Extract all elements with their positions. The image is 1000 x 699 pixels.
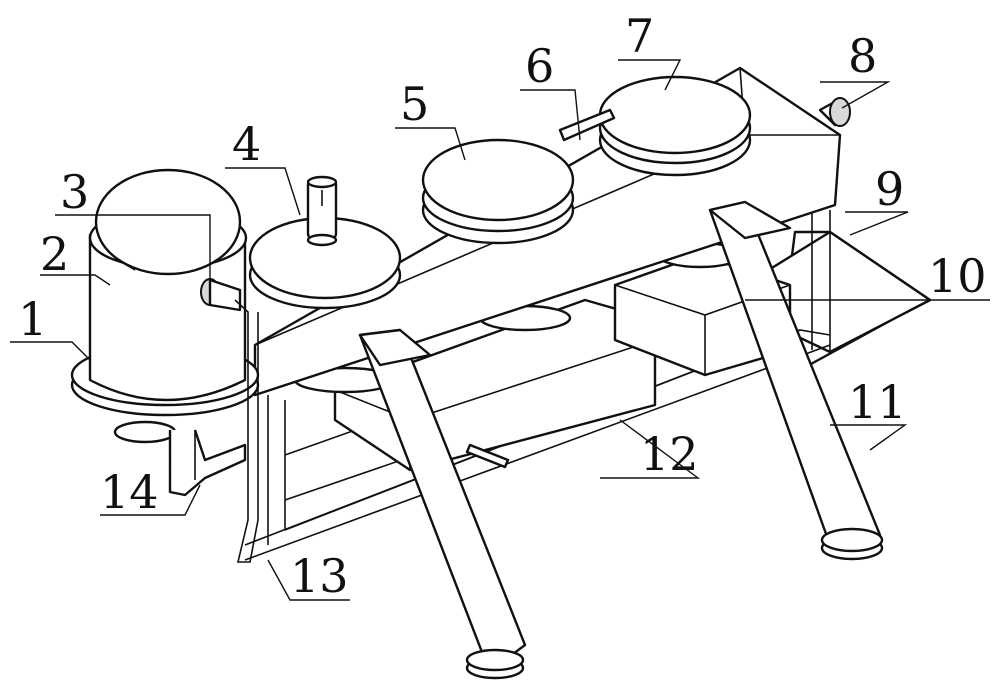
label-12: 12 [640,427,699,481]
label-6: 6 [525,39,554,93]
label-7: 7 [625,9,654,63]
disc-7 [598,75,752,177]
tank [70,168,260,444]
label-2: 2 [40,227,69,281]
label-4: 4 [232,117,261,171]
valve-3 [200,278,259,563]
label-3: 3 [60,165,89,219]
nozzle-8 [818,97,851,127]
disc-4 [248,175,402,310]
handle [465,443,510,469]
label-13: 13 [290,549,349,603]
leg-left [358,328,527,680]
pipe-14 [168,429,247,497]
leg-right [708,200,884,561]
label-5: 5 [400,77,429,131]
label-11: 11 [848,375,907,429]
shaft-6 [558,108,616,142]
label-1: 1 [18,292,47,346]
label-9: 9 [875,162,904,216]
number-labels: 1 2 3 4 5 6 7 8 9 10 11 12 13 14 [18,9,987,603]
label-8: 8 [848,29,877,83]
disc-5 [421,138,575,245]
label-14: 14 [100,465,159,519]
leader-lines [10,59,990,601]
label-10: 10 [928,249,987,303]
